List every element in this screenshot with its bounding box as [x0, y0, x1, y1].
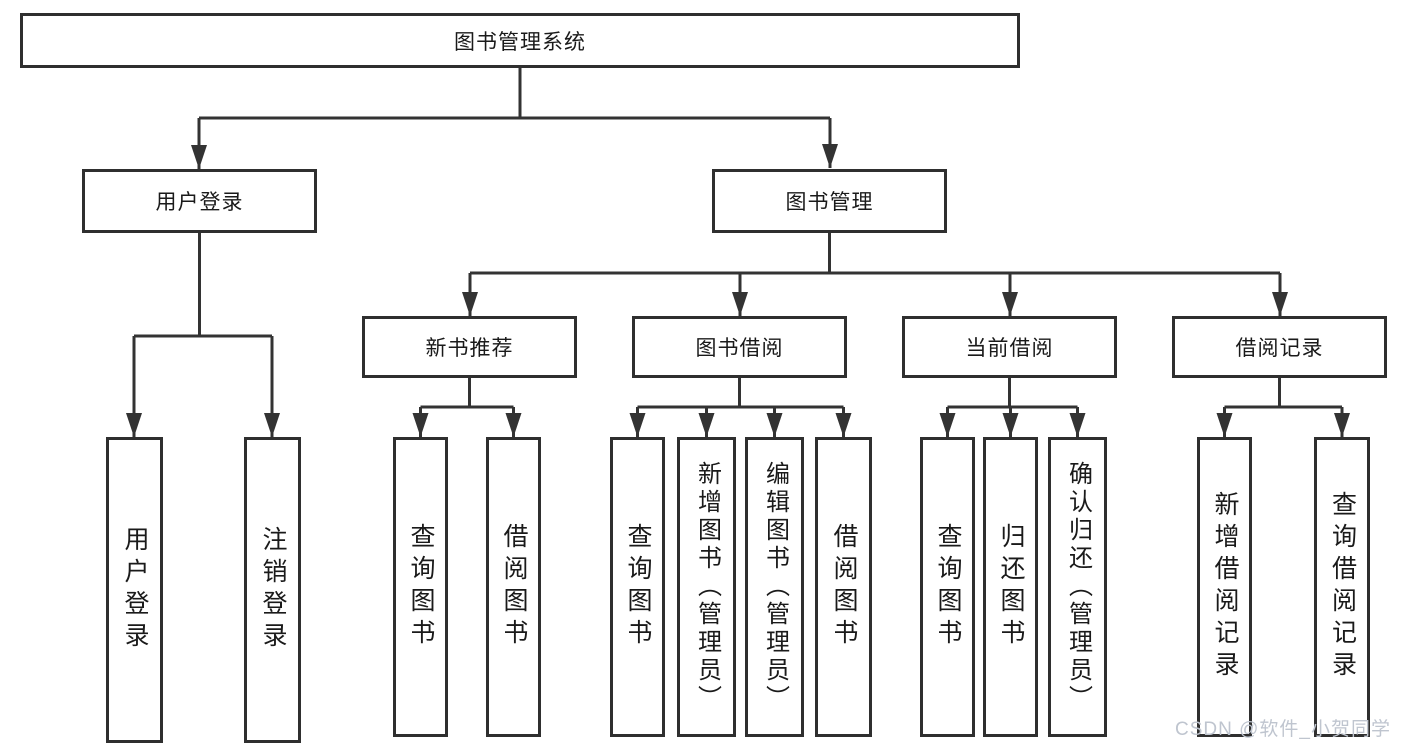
- leaf-query-books-recommend: 查询图书: [393, 437, 448, 737]
- connector-current-borrow-children: [939, 378, 1086, 437]
- leaf-add-borrow-record: 新增借阅记录: [1197, 437, 1252, 737]
- node-book-management: 图书管理: [712, 169, 947, 233]
- csdn-watermark: CSDN @软件_小贺同学: [1175, 719, 1391, 740]
- leaf-confirm-return-admin: 确认归还（管理员）: [1048, 437, 1107, 737]
- leaf-query-borrow-record: 查询借阅记录: [1314, 437, 1370, 737]
- leaf-query-books-borrow: 查询图书: [610, 437, 665, 737]
- connector-new-book-children: [412, 378, 522, 437]
- connector-book-management-children: [462, 233, 1288, 316]
- leaf-borrow-books: 借阅图书: [815, 437, 872, 737]
- node-book-borrow: 图书借阅: [632, 316, 847, 378]
- leaf-return-book: 归还图书: [983, 437, 1038, 737]
- leaf-add-book-admin: 新增图书（管理员）: [677, 437, 736, 737]
- connector-borrow-records-children: [1216, 378, 1350, 437]
- leaf-query-books-current: 查询图书: [920, 437, 975, 737]
- node-borrow-records: 借阅记录: [1172, 316, 1387, 378]
- node-new-book-recommend: 新书推荐: [362, 316, 577, 378]
- node-root-library-system: 图书管理系统: [20, 13, 1020, 68]
- connector-root-to-level1: [191, 68, 838, 169]
- leaf-logout: 注销登录: [244, 437, 301, 743]
- node-current-borrow: 当前借阅: [902, 316, 1117, 378]
- leaf-edit-book-admin: 编辑图书（管理员）: [745, 437, 804, 737]
- leaf-user-login: 用户登录: [106, 437, 163, 743]
- leaf-borrow-books-recommend: 借阅图书: [486, 437, 541, 737]
- node-user-login: 用户登录: [82, 169, 317, 233]
- connector-user-login-children: [126, 233, 280, 437]
- connector-book-borrow-children: [629, 378, 852, 437]
